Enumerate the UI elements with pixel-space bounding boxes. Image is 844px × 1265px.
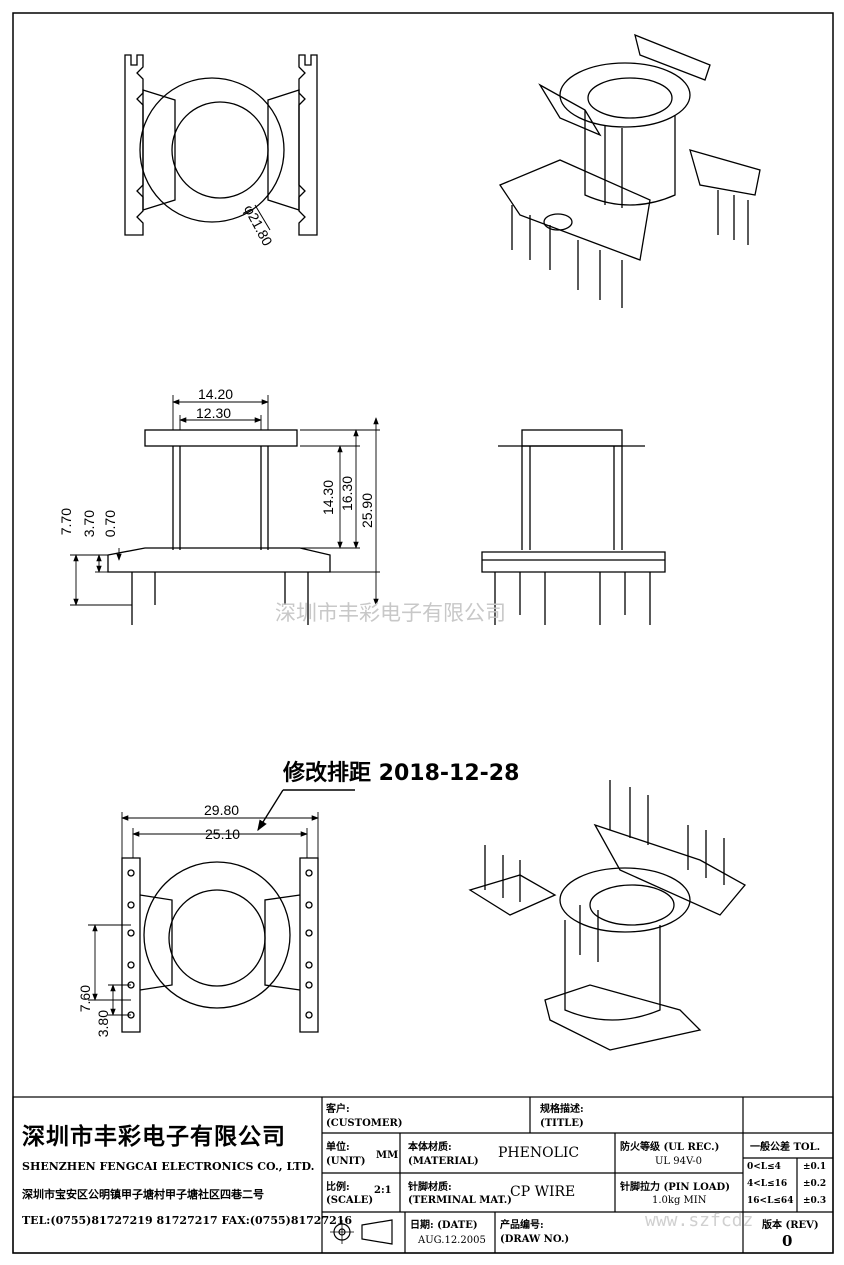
dim-front-width-outer: 14.20: [198, 386, 234, 402]
tolerance-value-3: ±0.3: [803, 1196, 827, 1206]
company-name-en: SHENZHEN FENGCAI ELECTRONICS CO., LTD.: [22, 1160, 315, 1173]
revision-label: 版本 (REV): [762, 1220, 819, 1231]
dim-front-height-total: 25.90: [359, 493, 375, 529]
dim-bottom-width-inner: 25.10: [205, 826, 241, 842]
material-value: PHENOLIC: [498, 1145, 580, 1161]
terminal-label-cn: 针脚材质:: [408, 1182, 452, 1193]
material-label-cn: 本体材质:: [408, 1142, 452, 1153]
bottom-view: [121, 857, 319, 1033]
title-label-en: (TITLE): [540, 1118, 584, 1129]
dim-pin-0-70: 0.70: [102, 510, 118, 538]
sheet-border: [12, 12, 834, 1254]
dim-front-width-inner: 12.30: [196, 405, 232, 421]
front-view-dims: [70, 395, 380, 606]
revision-note: 修改排距 2018-12-28: [283, 761, 520, 786]
company-contact: TEL:(0755)81727219 81727217 FAX:(0755)81…: [22, 1214, 353, 1227]
side-view: [481, 429, 666, 625]
fire-rating-value: UL 94V-0: [655, 1156, 703, 1167]
dim-bottom-pitch-3-80: 3.80: [95, 1010, 111, 1038]
dim-pin-7-70: 7.70: [58, 508, 74, 536]
company-address: 深圳市宝安区公明镇甲子塘村甲子塘社区四巷二号: [22, 1188, 264, 1201]
dim-bottom-pitch-7-60: 7.60: [77, 985, 93, 1013]
draw-no-label-cn: 产品编号:: [500, 1220, 544, 1231]
date-value: AUG.12.2005: [418, 1235, 486, 1246]
top-view: [124, 54, 318, 236]
front-view: [107, 429, 331, 625]
iso-view-bottom: [468, 780, 747, 1051]
terminal-label-en: (TERMINAL MAT.): [408, 1195, 512, 1206]
revision-leader: [257, 789, 355, 832]
customer-label-cn: 客户:: [326, 1104, 350, 1115]
scale-label-cn: 比例:: [326, 1182, 350, 1193]
customer-label-en: (CUSTOMER): [326, 1118, 403, 1129]
tolerance-range-1: 0<L≤4: [747, 1162, 781, 1172]
bottom-view-dims: [88, 812, 319, 1016]
title-label-cn: 规格描述:: [540, 1104, 584, 1115]
unit-value: MM: [376, 1150, 399, 1161]
dim-front-height-inner: 14.30: [320, 480, 336, 516]
pin-load-value: 1.0kg MIN: [652, 1195, 707, 1206]
draw-no-label-en: (DRAW NO.): [500, 1234, 570, 1245]
revision-value: 0: [782, 1232, 793, 1250]
watermark-url: www.szfcdz: [645, 1210, 754, 1231]
tolerance-range-2: 4<L≤16: [747, 1179, 788, 1189]
dim-pin-3-70: 3.70: [81, 510, 97, 538]
dim-bottom-width-outer: 29.80: [204, 802, 240, 818]
company-name-cn: 深圳市丰彩电子有限公司: [22, 1124, 286, 1150]
watermark-company: 深圳市丰彩电子有限公司: [275, 601, 506, 625]
fire-rating-label: 防火等级 (UL REC.): [620, 1142, 720, 1153]
terminal-value: CP WIRE: [510, 1184, 576, 1200]
tolerance-value-2: ±0.2: [803, 1179, 827, 1189]
pin-load-label: 针脚拉力 (PIN LOAD): [620, 1182, 730, 1193]
material-label-en: (MATERIAL): [408, 1156, 479, 1167]
date-label: 日期: (DATE): [410, 1220, 478, 1231]
tolerance-range-3: 16<L≤64: [747, 1196, 794, 1206]
scale-value: 2:1: [374, 1185, 392, 1196]
iso-view-top: [499, 33, 761, 308]
unit-label-cn: 单位:: [326, 1142, 350, 1153]
tolerance-value-1: ±0.1: [803, 1162, 827, 1172]
dim-front-height-mid: 16.30: [339, 476, 355, 512]
tolerance-header: 一般公差 TOL.: [750, 1142, 821, 1153]
unit-label-en: (UNIT): [326, 1156, 366, 1167]
scale-label-en: (SCALE): [326, 1195, 374, 1206]
title-block-grid: [12, 1096, 834, 1254]
